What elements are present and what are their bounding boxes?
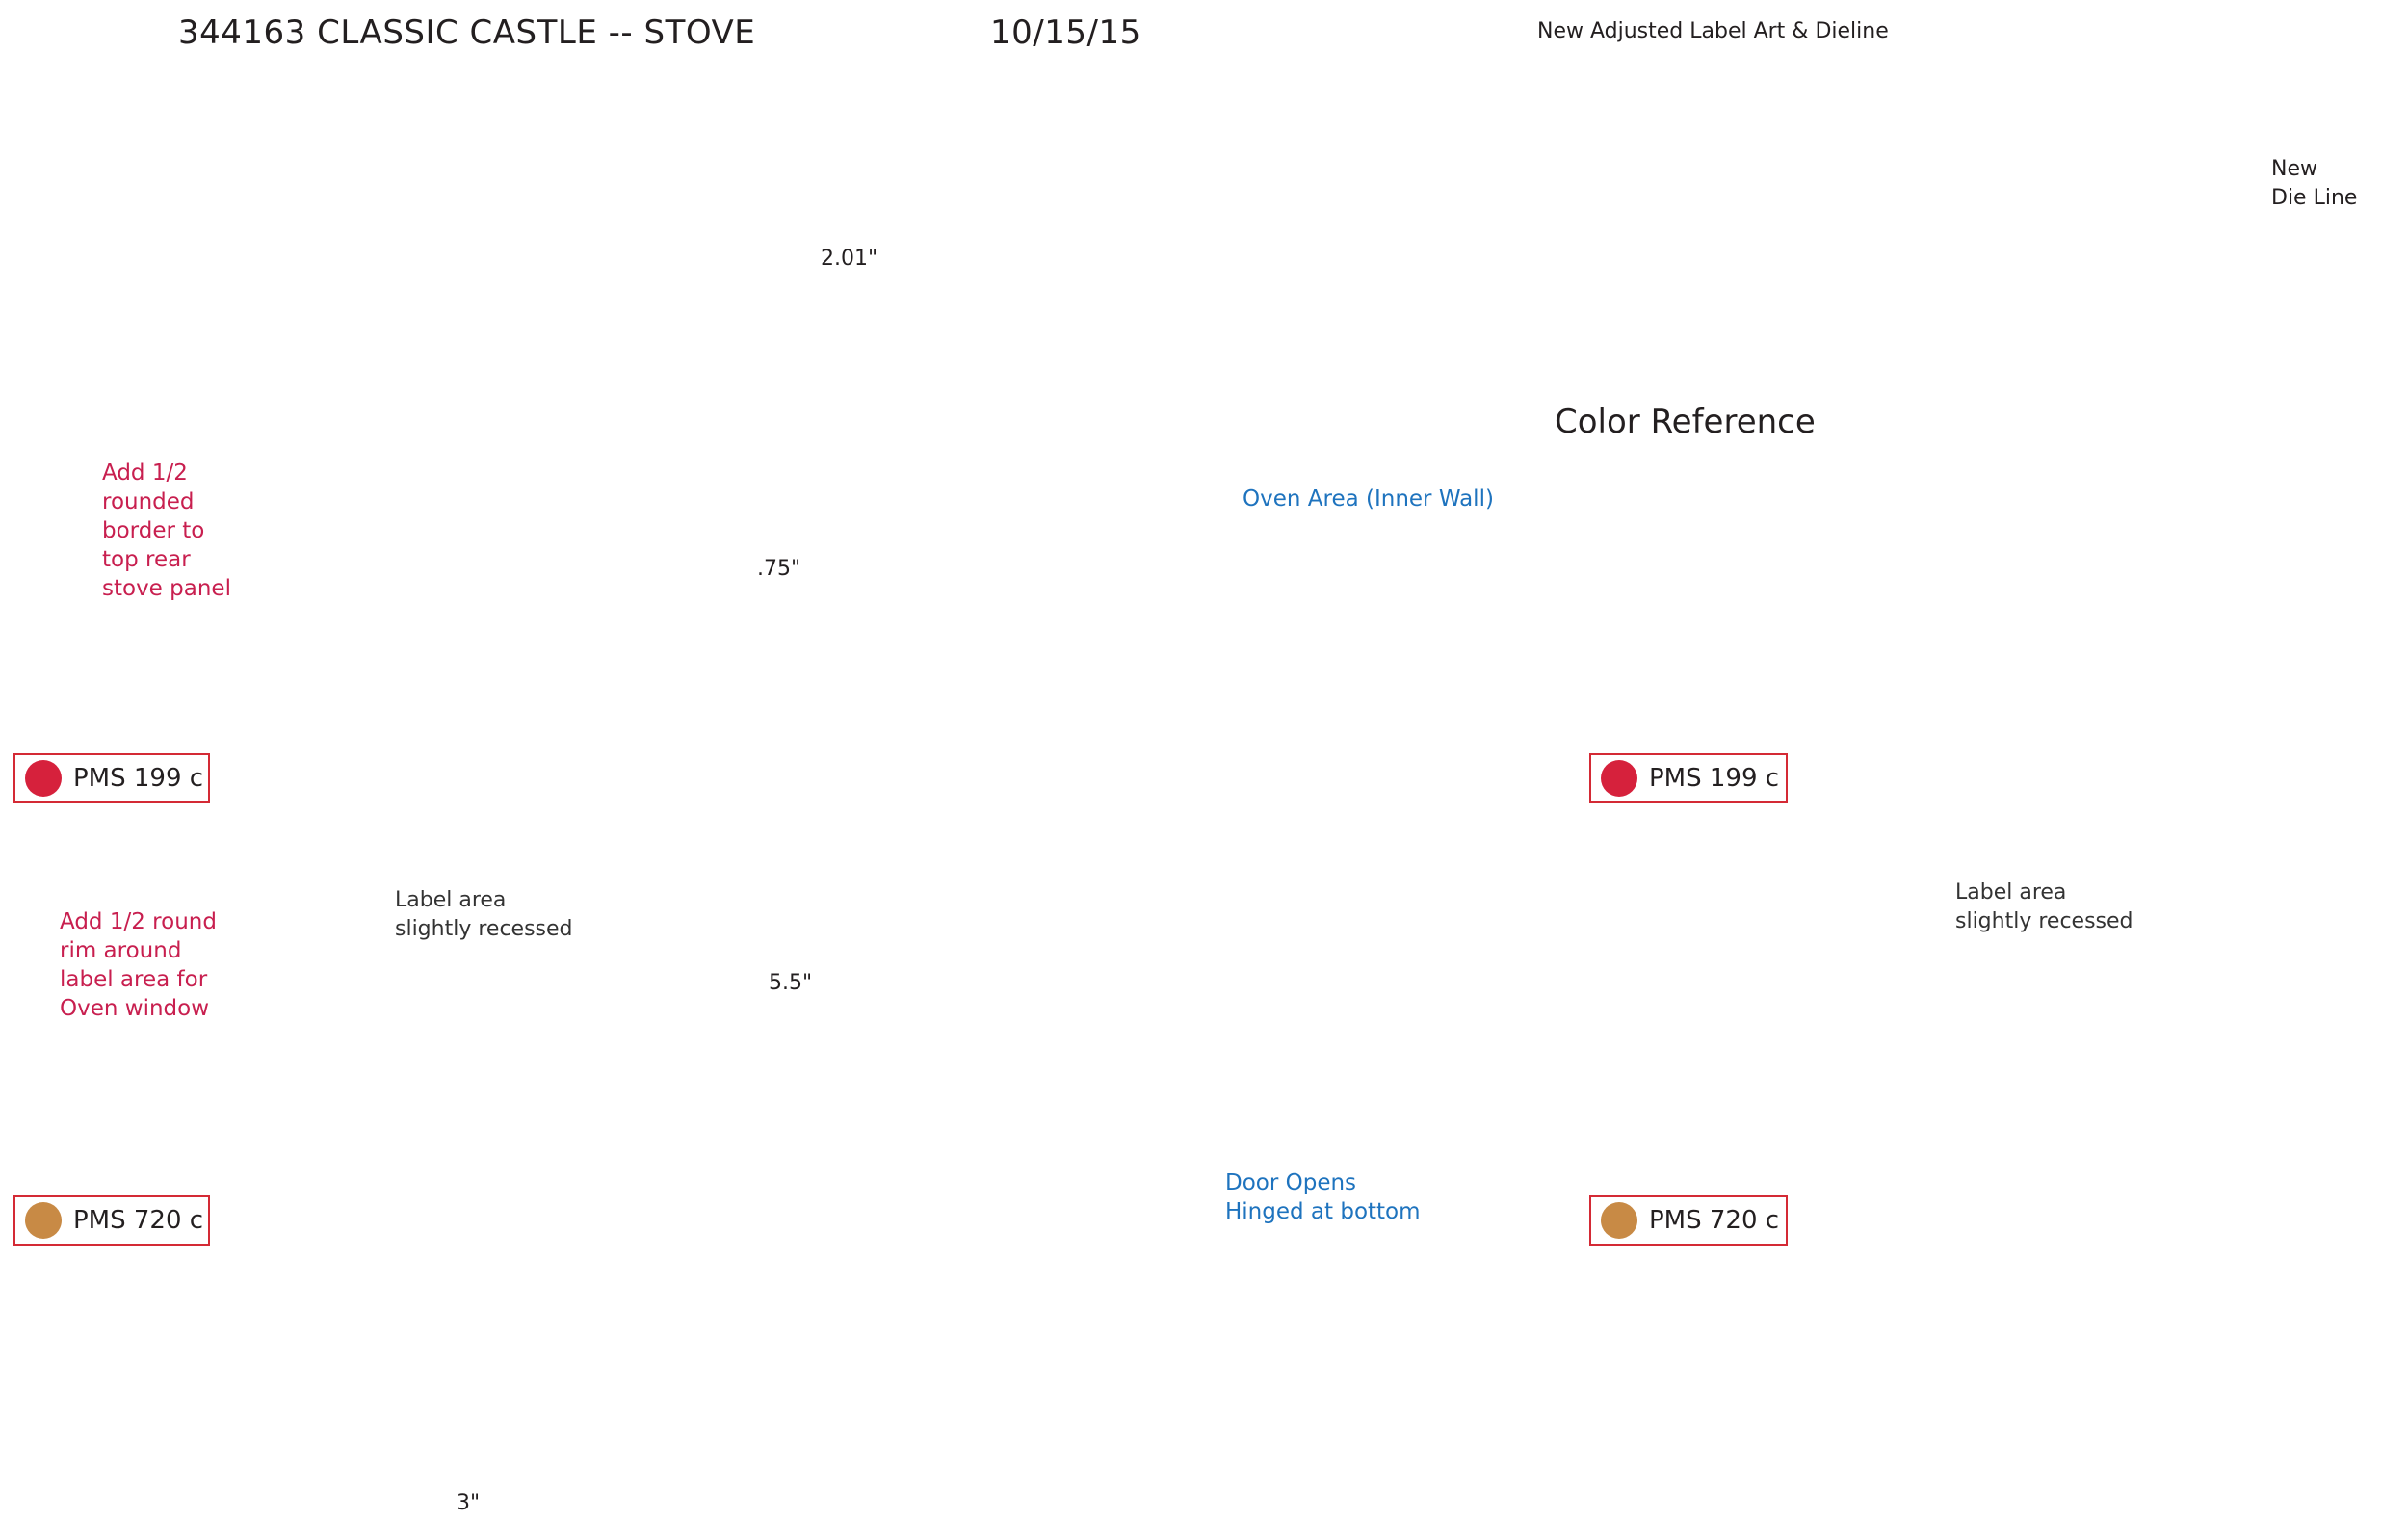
color-pms-720-callout: PMS 720 c: [1589, 1195, 1788, 1246]
burner-right: [530, 229, 653, 353]
pms-199-label: PMS 199 c: [73, 764, 204, 793]
color-pms-199-swatch: [1601, 760, 1637, 797]
side-view: [894, 526, 1181, 1335]
door-opens-line-1: Door Opens: [1225, 1170, 1357, 1195]
drawing-date: 10/15/15: [990, 13, 1141, 52]
dimension-top-panel-height: .75": [757, 557, 801, 581]
pms-720-label: PMS 720 c: [73, 1206, 204, 1235]
color-label-area-text-2: slightly recessed: [1955, 909, 2133, 933]
color-pms-199-callout: PMS 199 c: [1589, 753, 1788, 803]
color-reference-title: Color Reference: [1555, 403, 1816, 441]
label-area-text-1: Label area: [395, 888, 507, 912]
base-decoration: [278, 1346, 652, 1375]
new-die-line-label-2: Die Line: [2271, 186, 2358, 210]
color-pms-720-swatch: [1601, 1202, 1637, 1239]
color-stove: [1794, 471, 2312, 1436]
top-view: [243, 111, 811, 409]
burner-back: [404, 162, 527, 285]
new-die-line-label-1: New: [2271, 157, 2317, 181]
dimension-body-height: 5.5": [769, 971, 813, 995]
door-opens-line-2: Hinged at bottom: [1225, 1199, 1421, 1224]
ornament-band: [259, 646, 681, 687]
drawer-scrollwork: [312, 1215, 584, 1247]
color-reference-box: [1554, 443, 2368, 1473]
rim-note: Add 1/2 round rim around label area for …: [60, 909, 217, 1021]
pms-199-callout: PMS 199 c: [13, 753, 210, 803]
label-art-current: [1580, 54, 1851, 303]
label-art-new-dieline: [1906, 46, 2265, 310]
burner-left: [279, 229, 403, 353]
front-view: [221, 471, 853, 1479]
oven-area-note: Oven Area (Inner Wall): [1243, 486, 1494, 511]
dimension-top-depth: 2.01": [821, 247, 878, 271]
side-view-arrows: [1084, 515, 1368, 1177]
color-pms-720-label: PMS 720 c: [1649, 1206, 1780, 1235]
pms-leaders-right: [1788, 777, 1884, 1221]
label-area-text-2: slightly recessed: [395, 917, 573, 941]
label-art-box-title: New Adjusted Label Art & Dieline: [1537, 19, 1889, 43]
dimension-width: 3": [457, 1491, 481, 1515]
pms-720-swatch: [25, 1202, 62, 1239]
top-panel-note: Add 1/2 rounded border to top rear stove…: [102, 460, 231, 601]
item-title: 344163 CLASSIC CASTLE -- STOVE: [178, 13, 756, 52]
pms-199-swatch: [25, 760, 62, 797]
pms-720-callout: PMS 720 c: [13, 1195, 210, 1246]
color-label-area-text-1: Label area: [1955, 880, 2067, 905]
color-pms-199-label: PMS 199 c: [1649, 764, 1780, 793]
